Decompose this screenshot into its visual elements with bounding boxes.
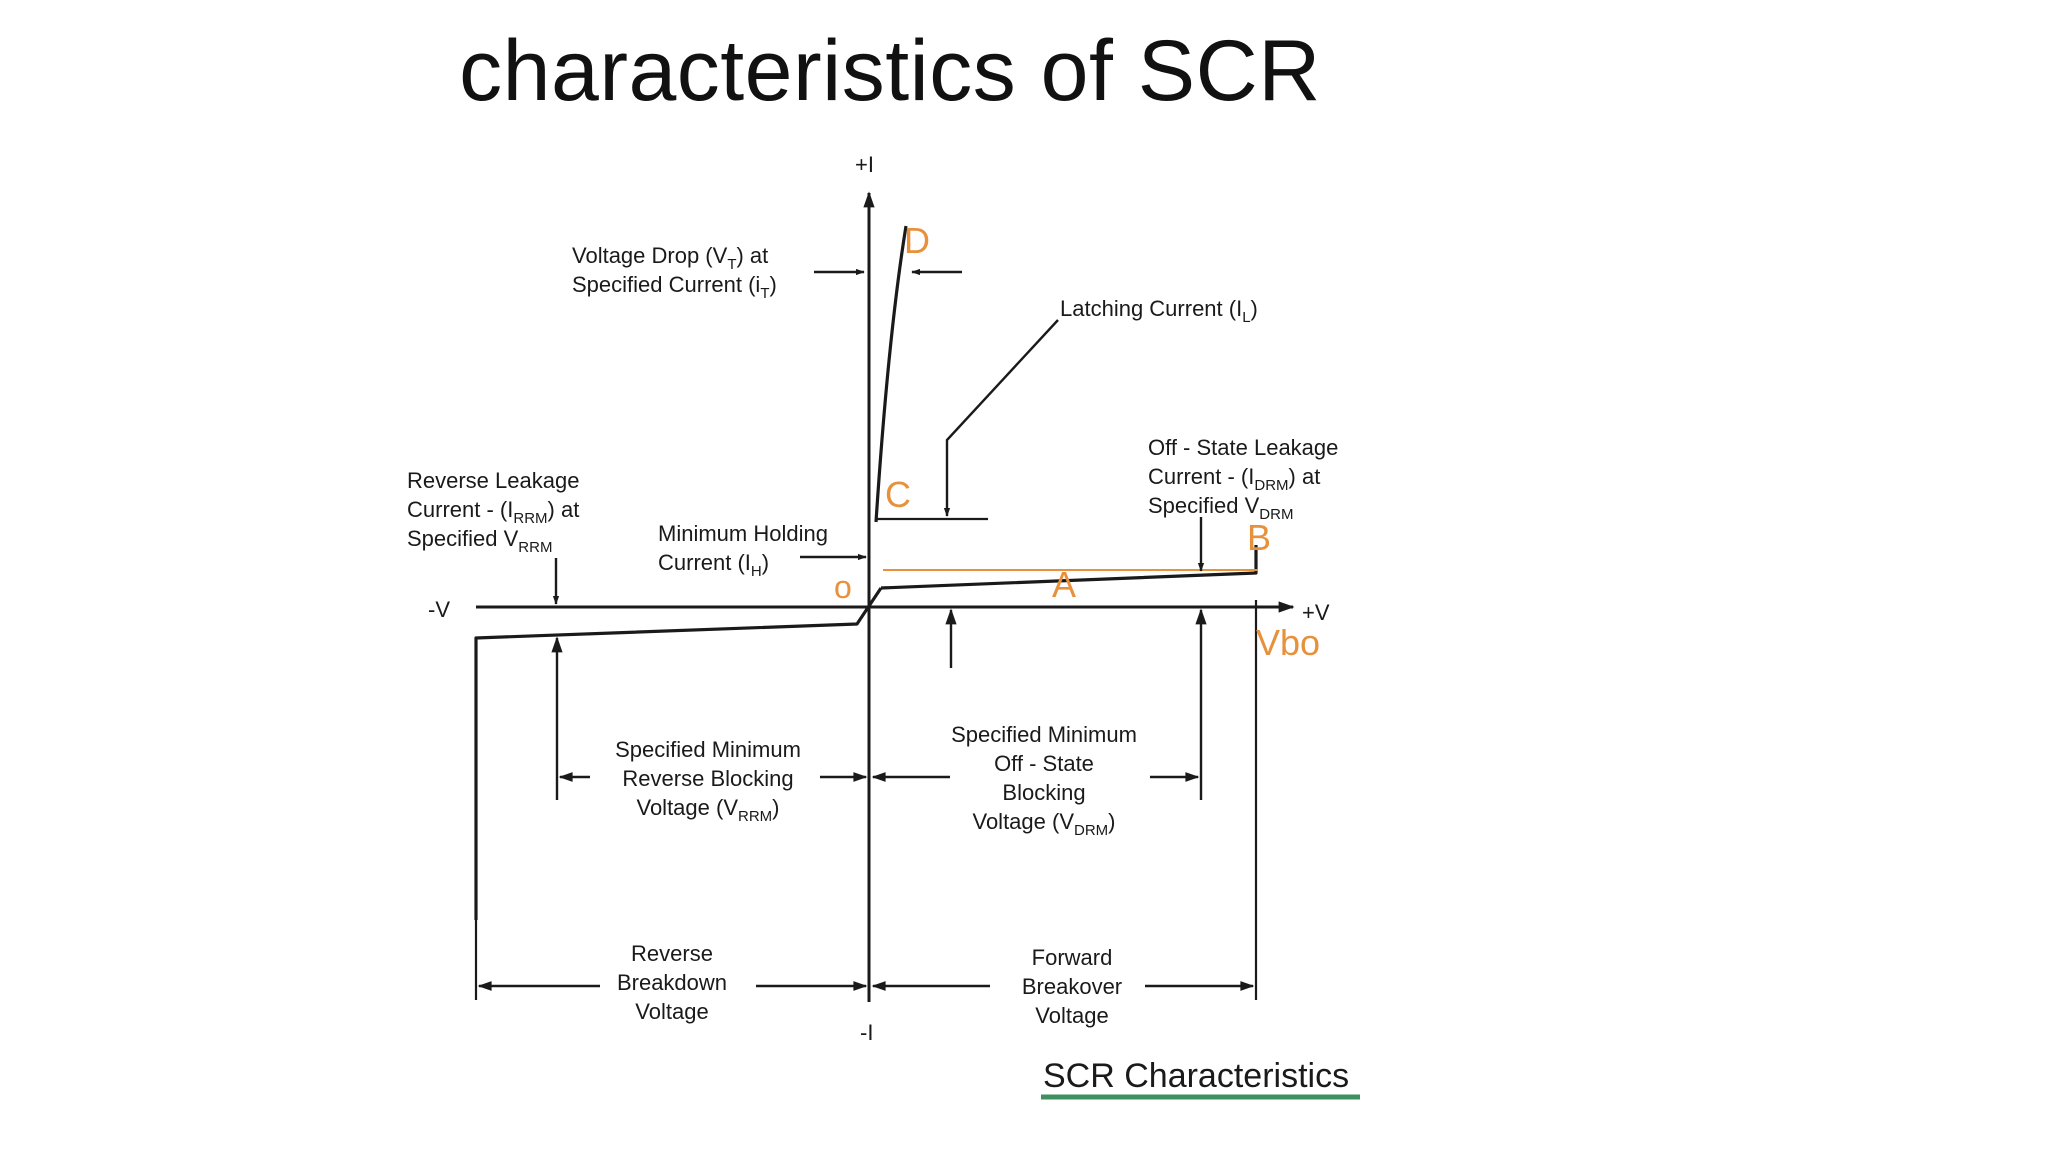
svg-text:Specified VRRM: Specified VRRM (407, 526, 552, 556)
svg-text:Specified Current (iT): Specified Current (iT) (572, 272, 777, 302)
latching-current-annotation: Latching Current (IL) (1060, 296, 1258, 326)
svg-text:Specified Minimum: Specified Minimum (615, 737, 801, 762)
off-state-leakage-annotation: Off - State Leakage Current - (IDRM) at … (1148, 435, 1338, 523)
x-axis-positive-label: +V (1302, 600, 1330, 625)
vbo-label: Vbo (1256, 622, 1320, 663)
point-c-label: C (885, 474, 911, 515)
svg-text:Voltage: Voltage (635, 999, 708, 1024)
slide-title: characteristics of SCR (459, 23, 1321, 119)
point-d-label: D (904, 220, 930, 261)
svg-text:Current (IH): Current (IH) (658, 550, 769, 580)
svg-text:Breakover: Breakover (1022, 974, 1122, 999)
reverse-blocking-annotation: Specified Minimum Reverse Blocking Volta… (615, 737, 801, 825)
voltage-drop-annotation: Voltage Drop (VT) at Specified Current (… (572, 243, 777, 302)
characteristic-curve (474, 225, 1258, 1000)
svg-text:Latching Current (IL): Latching Current (IL) (1060, 296, 1258, 326)
axes (476, 191, 1295, 1002)
x-axis-negative-label: -V (428, 597, 450, 622)
on-state-branch (874, 225, 908, 523)
pointer-arrows (551, 268, 1207, 800)
svg-text:Specified Minimum: Specified Minimum (951, 722, 1137, 747)
svg-text:Current - (IRRM) at: Current - (IRRM) at (407, 497, 579, 527)
holding-current-annotation: Minimum Holding Current (IH) (658, 521, 828, 580)
svg-text:Voltage: Voltage (1035, 1003, 1108, 1028)
svg-text:Reverse Leakage: Reverse Leakage (407, 468, 579, 493)
svg-text:Off - State: Off - State (994, 751, 1094, 776)
latching-leader (943, 319, 1059, 517)
reverse-leakage-annotation: Reverse Leakage Current - (IRRM) at Spec… (407, 468, 579, 556)
forward-breakover-annotation: Forward Breakover Voltage (1022, 945, 1122, 1028)
svg-text:Voltage Drop (VT) at: Voltage Drop (VT) at (572, 243, 768, 273)
forward-blocking-branch (880, 545, 1258, 590)
svg-text:Reverse: Reverse (631, 941, 713, 966)
y-axis-negative-label: -I (860, 1020, 873, 1045)
svg-text:Current - (IDRM) at: Current - (IDRM) at (1148, 464, 1320, 494)
dimension-arrows (477, 772, 1255, 991)
point-b-label: B (1247, 517, 1271, 558)
svg-text:Specified VDRM: Specified VDRM (1148, 493, 1293, 523)
svg-text:Voltage (VDRM): Voltage (VDRM) (972, 809, 1115, 839)
svg-text:Voltage (VRRM): Voltage (VRRM) (636, 795, 779, 825)
svg-text:Reverse Blocking: Reverse Blocking (622, 766, 793, 791)
svg-text:Blocking: Blocking (1002, 780, 1085, 805)
svg-text:Breakdown: Breakdown (617, 970, 727, 995)
off-state-blocking-annotation: Specified Minimum Off - State Blocking V… (951, 722, 1137, 839)
point-a-label: A (1052, 564, 1076, 605)
y-axis-positive-label: +I (855, 152, 874, 177)
point-o-label: o (834, 569, 852, 605)
reverse-breakdown-annotation: Reverse Breakdown Voltage (617, 941, 727, 1024)
svg-text:Forward: Forward (1032, 945, 1113, 970)
reverse-branch (474, 587, 883, 920)
svg-text:Minimum Holding: Minimum Holding (658, 521, 828, 546)
diagram-caption: SCR Characteristics (1043, 1057, 1349, 1095)
svg-text:Off - State Leakage: Off - State Leakage (1148, 435, 1338, 460)
